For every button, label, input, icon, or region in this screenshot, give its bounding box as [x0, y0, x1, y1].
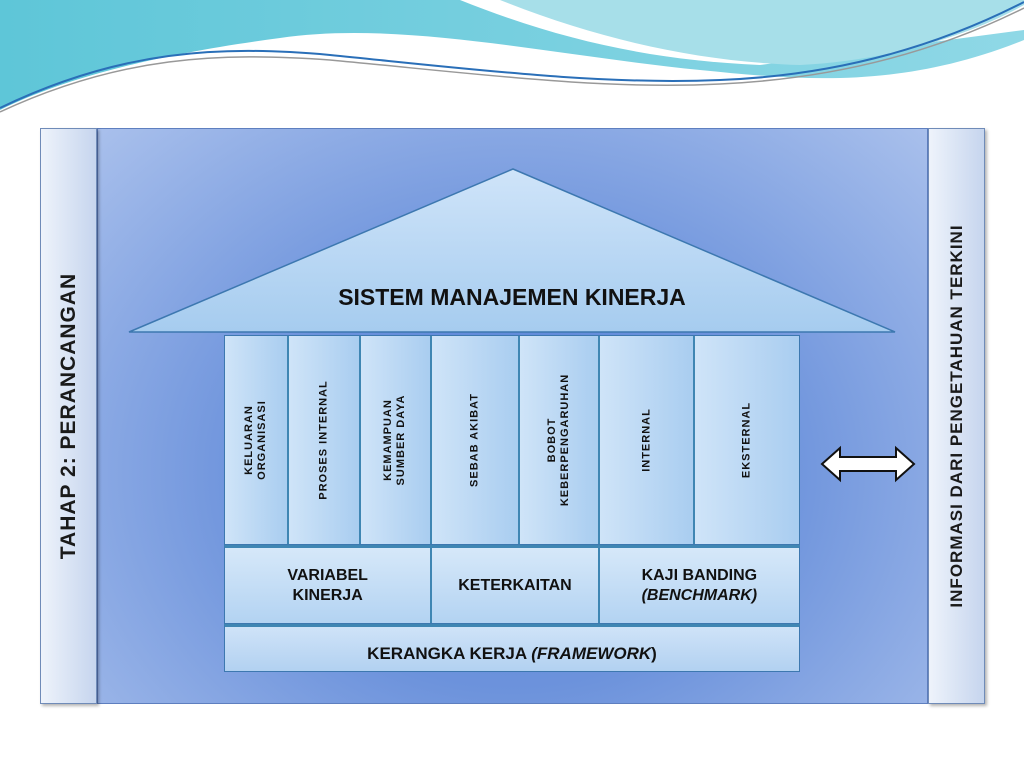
- house-roof: [128, 168, 896, 333]
- foundation-close: ): [651, 644, 657, 663]
- cell-line: VARIABEL: [287, 566, 368, 584]
- cell-line: KINERJA: [292, 586, 363, 604]
- left-stage-bar: TAHAP 2: PERANCANGAN: [40, 128, 97, 704]
- pillar-line: EKSTERNAL: [740, 401, 753, 479]
- middle-row: VARIABEL KINERJA KETERKAITAN KAJI BANDING…: [224, 545, 800, 624]
- pillar-line: KEBERPENGARUHAN: [558, 373, 571, 507]
- foundation-text: KERANGKA KERJA: [367, 644, 532, 663]
- pillar: EKSTERNAL: [695, 336, 799, 544]
- left-stage-label: TAHAP 2: PERANCANGAN: [56, 272, 80, 560]
- cell-line: KETERKAITAN: [458, 576, 572, 594]
- header-wave-decoration: [0, 0, 1024, 130]
- middle-cell: KETERKAITAN: [432, 548, 600, 623]
- pillar: INTERNAL: [599, 336, 696, 544]
- cell-line: (BENCHMARK): [641, 586, 758, 604]
- middle-cell: VARIABEL KINERJA: [225, 548, 433, 623]
- pillar-line: KELUARAN: [242, 405, 255, 475]
- right-info-label: INFORMASI DARI PENGETAHUAN TERKINI: [946, 224, 966, 608]
- pillar-label: INTERNAL: [640, 408, 653, 472]
- pillar-line: SEBAB AKIBAT: [468, 393, 481, 487]
- pillar-line: SUMBER DAYA: [395, 394, 408, 486]
- pillar-line: KEMAMPUAN: [382, 399, 395, 481]
- pillar-label: EKSTERNAL: [741, 402, 754, 478]
- foundation-italic: (FRAMEWORK: [531, 644, 652, 663]
- pillar-label: PROSES INTERNAL: [317, 380, 330, 500]
- pillar: SEBAB AKIBAT: [432, 336, 520, 544]
- pillar-label: SEBAB AKIBAT: [469, 393, 482, 487]
- right-info-bar: INFORMASI DARI PENGETAHUAN TERKINI: [928, 128, 985, 704]
- double-arrow-icon: [820, 445, 916, 483]
- pillar-line: BOBOT: [545, 417, 558, 463]
- cell-line: KAJI BANDING: [641, 566, 758, 584]
- pillar-line: PROSES INTERNAL: [317, 380, 330, 500]
- middle-cell: KAJI BANDING (BENCHMARK): [599, 548, 799, 623]
- pillar-line: ORGANISASI: [255, 400, 268, 480]
- pillar-line: INTERNAL: [640, 408, 653, 472]
- roof-title: SISTEM MANAJEMEN KINERJA: [338, 284, 686, 310]
- pillar: PROSES INTERNAL: [288, 336, 361, 544]
- foundation: KERANGKA KERJA (FRAMEWORK): [224, 624, 800, 672]
